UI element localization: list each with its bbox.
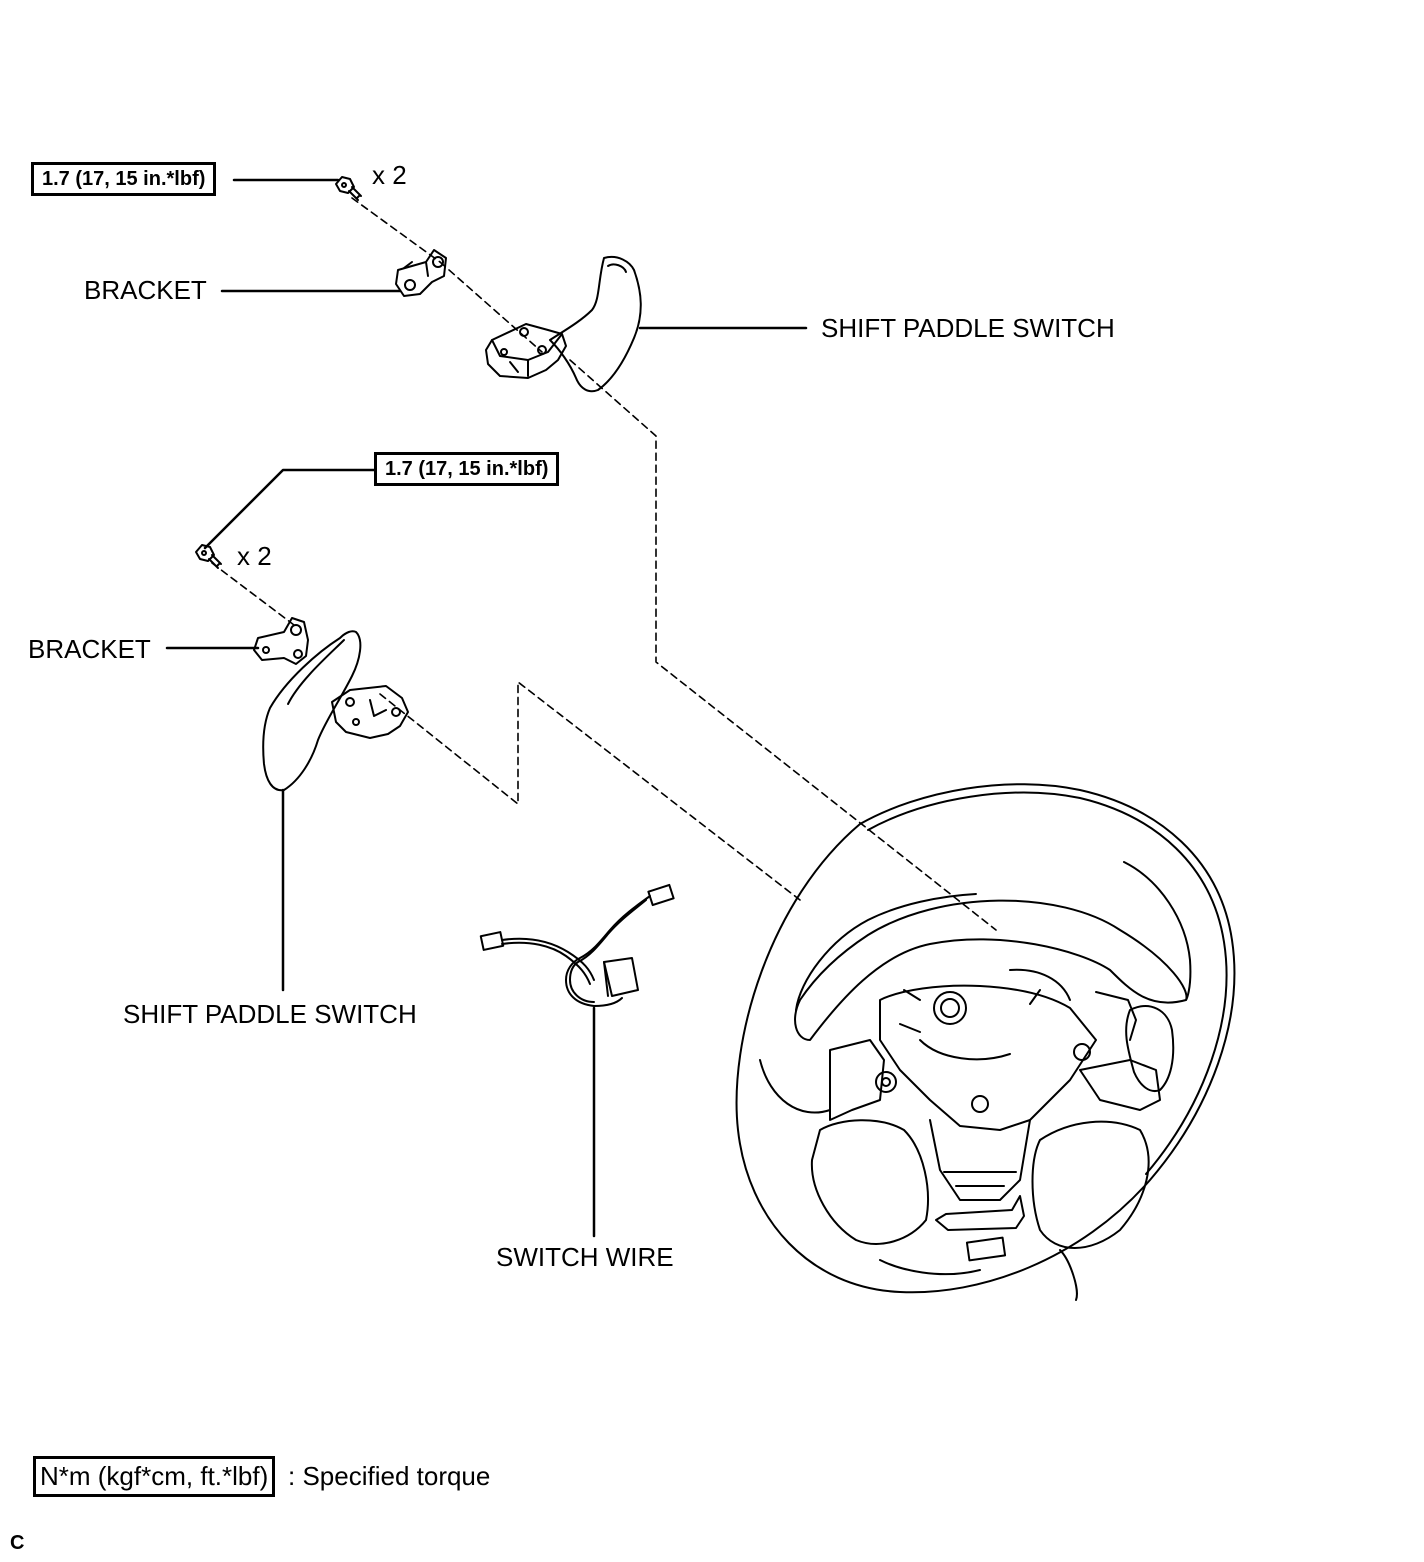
alignment-dashed-lines xyxy=(211,197,997,931)
shift-paddle-switch-label-right: SHIFT PADDLE SWITCH xyxy=(821,313,1115,343)
switch-wire-label: SWITCH WIRE xyxy=(496,1242,674,1272)
shift-paddle-switch-left xyxy=(262,630,409,792)
bolt-middle xyxy=(195,544,222,569)
leader-lines xyxy=(165,178,808,1238)
steering-wheel xyxy=(735,783,1236,1301)
torque-spec-middle: 1.7 (17, 15 in.*lbf) xyxy=(374,452,560,486)
bracket-middle xyxy=(253,617,309,665)
shift-paddle-switch-right xyxy=(485,256,642,393)
torque-spec-top: 1.7 (17, 15 in.*lbf) xyxy=(31,162,217,196)
bracket-top xyxy=(395,249,447,297)
quantity-label-top: x 2 xyxy=(372,160,407,190)
torque-legend-description: : Specified torque xyxy=(288,1461,491,1491)
bracket-label-top: BRACKET xyxy=(84,275,207,305)
quantity-label-middle: x 2 xyxy=(237,541,272,571)
torque-unit-legend-box: N*m (kgf*cm, ft.*lbf) xyxy=(33,1456,276,1498)
shift-paddle-switch-label-left: SHIFT PADDLE SWITCH xyxy=(123,999,417,1029)
bolt-top xyxy=(335,176,362,201)
switch-wire-harness xyxy=(479,883,675,1007)
corner-mark: C xyxy=(10,1532,25,1554)
bracket-label-middle: BRACKET xyxy=(28,634,151,664)
